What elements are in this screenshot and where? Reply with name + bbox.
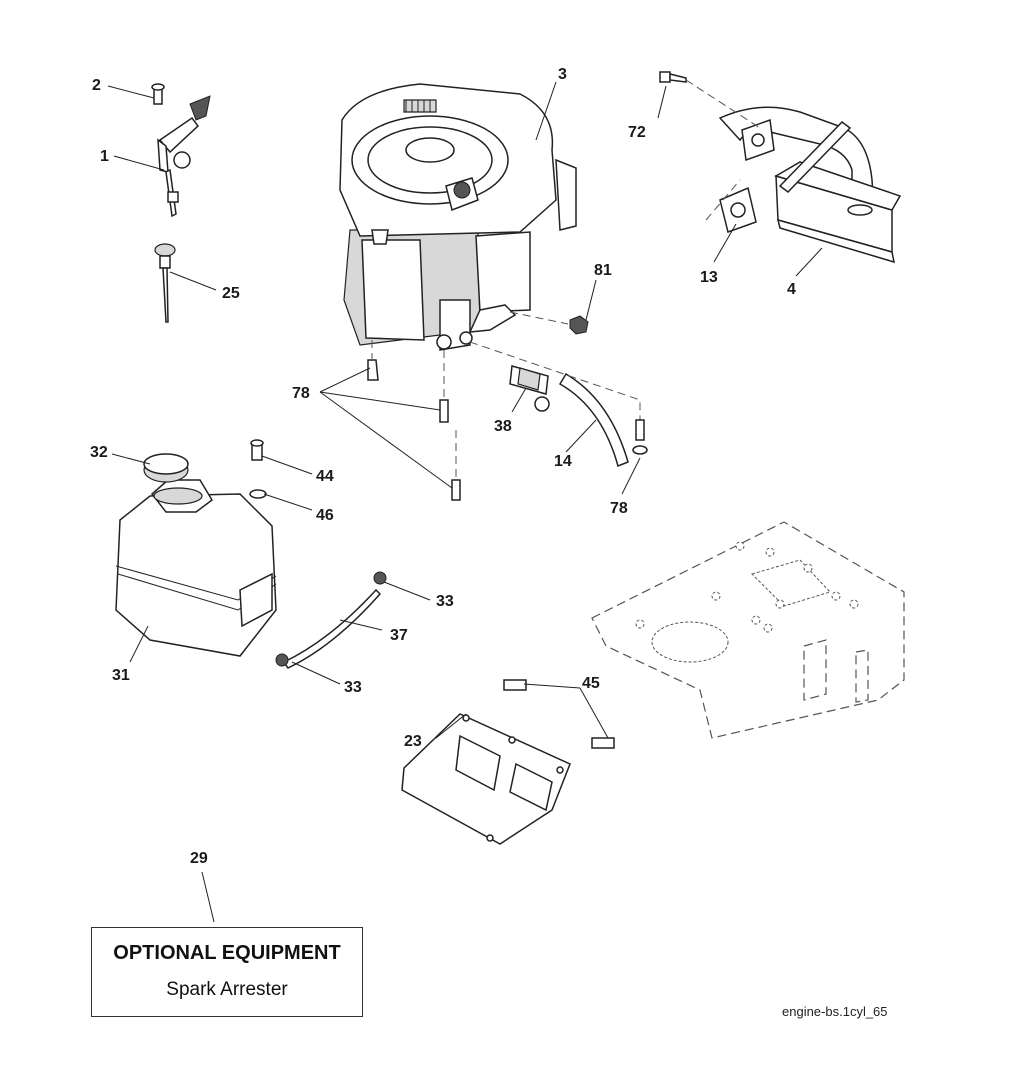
bolts-78 [367,359,648,501]
callout-31: 31 [112,667,130,684]
throttle-control [151,83,211,218]
optional-equipment-title: OPTIONAL EQUIPMENT [113,942,341,964]
optional-equipment-box: OPTIONAL EQUIPMENT Spark Arrester [91,927,363,1017]
callout-2: 2 [92,77,101,94]
callout-78-a: 78 [292,385,310,402]
heat-shield [401,713,571,845]
callout-72: 72 [628,124,646,141]
callout-81: 81 [594,262,612,279]
callout-46: 46 [316,507,334,524]
engine [339,83,577,351]
callout-32: 32 [90,444,108,461]
diagram-code: engine-bs.1cyl_65 [782,1004,888,1019]
frame [591,521,905,739]
callout-38: 38 [494,418,512,435]
callout-44: 44 [316,468,334,485]
callout-13: 13 [700,269,718,286]
callout-37: 37 [390,627,408,644]
spark-arrester-label: Spark Arrester [166,979,288,1000]
callout-78-b: 78 [610,500,628,517]
screw-44-washer-46 [249,439,267,499]
dipstick [154,243,176,323]
callout-33-a: 33 [436,593,454,610]
callout-1: 1 [100,148,109,165]
fuel-line [275,571,387,669]
nut-81 [569,315,589,335]
fuel-hose [558,372,629,468]
callout-29: 29 [190,850,208,867]
exhaust-bolt [659,71,687,83]
callout-14: 14 [554,453,572,470]
exhaust-gasket [719,186,757,233]
callout-4: 4 [787,281,796,298]
fuel-tank [115,453,277,657]
callout-25: 25 [222,285,240,302]
leader-lines [107,81,823,923]
callout-23: 23 [404,733,422,750]
callout-labels: 2 1 25 3 72 13 4 81 78 38 14 78 32 44 46… [90,66,796,867]
screws-45 [503,679,615,749]
callout-45: 45 [582,675,600,692]
callout-33-b: 33 [344,679,362,696]
fuel-filter [509,365,550,412]
muffler [718,106,902,264]
callout-3: 3 [558,66,567,83]
